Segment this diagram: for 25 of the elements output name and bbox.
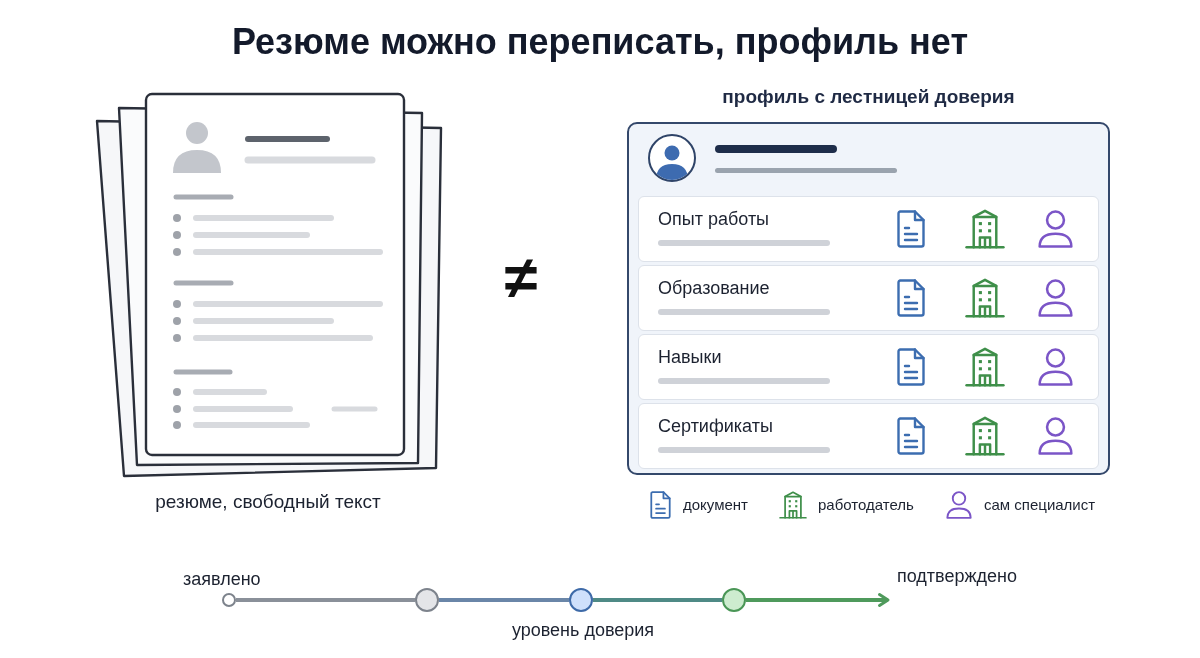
- legend-label: документ: [683, 496, 748, 514]
- row-title: Опыт работы: [658, 209, 770, 231]
- section-row: [638, 334, 1099, 400]
- row-title: Образование: [658, 278, 770, 300]
- legend-label: работодатель: [818, 496, 914, 514]
- row-title: Навыки: [658, 347, 722, 369]
- section-row: [638, 196, 1099, 262]
- scale-point: [722, 588, 746, 612]
- legend-label: сам специалист: [984, 496, 1096, 514]
- scale-title: уровень доверия: [511, 620, 655, 642]
- connector-line: [439, 598, 569, 602]
- caption: резюме, свободный текст: [155, 491, 381, 514]
- scale-point: [569, 588, 593, 612]
- connector-line: [236, 598, 415, 602]
- scale-end-label: подтверждено: [888, 566, 1017, 606]
- arrow: [746, 593, 890, 607]
- beside-label: заявлено: [183, 569, 261, 591]
- card-heading: профиль с лестницей доверия: [722, 86, 1015, 109]
- section-row: [638, 403, 1099, 469]
- row-title: Сертификаты: [658, 416, 773, 438]
- title: Резюме можно переписать, профиль нет: [231, 20, 969, 64]
- not-equal-sign: ≠: [504, 248, 538, 308]
- scale-point: [415, 588, 439, 612]
- section-row: [638, 265, 1099, 331]
- connector-line: [593, 598, 722, 602]
